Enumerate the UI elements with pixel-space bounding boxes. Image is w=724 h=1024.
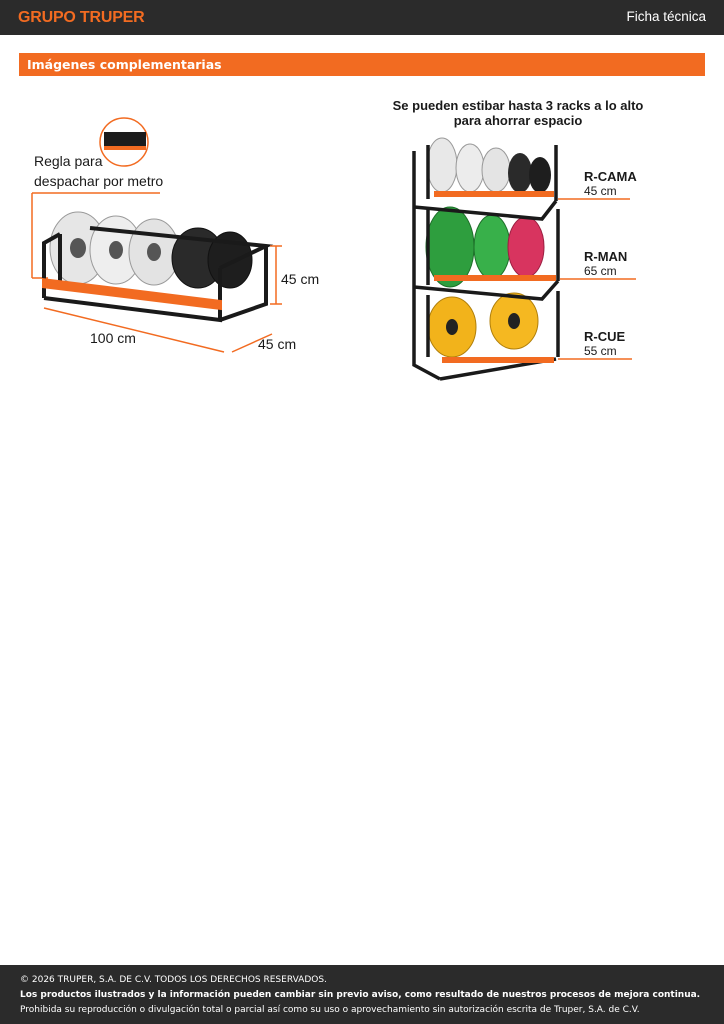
footer-notice: Los productos ilustrados y la informació…: [20, 990, 701, 1000]
stacked-racks-drawing: Se pueden estibar hasta 3 racks a lo alt…: [393, 98, 643, 381]
page-header: GRUPO TRUPER Ficha técnica: [0, 0, 724, 35]
rack-dimensions-figure: Regla para despachar por metro: [20, 108, 340, 368]
level1-name: R-CAMA: [584, 169, 637, 184]
level2-name: R-MAN: [584, 249, 627, 264]
metric-ruler: [42, 278, 222, 311]
cable-reels: [49, 211, 253, 289]
footer-copyright: © 2026 TRUPER, S.A. DE C.V. TODOS LOS DE…: [20, 975, 327, 985]
callout-line1: Regla para: [34, 153, 103, 169]
callout-line2: despachar por metro: [34, 173, 163, 189]
section-header: Imágenes complementarias: [19, 53, 705, 76]
stacked-racks-figure: Se pueden estibar hasta 3 racks a lo alt…: [393, 95, 648, 385]
height-dimension: 45 cm: [281, 271, 319, 287]
stack-title-line1: Se pueden estibar hasta 3 racks a lo alt…: [393, 98, 644, 113]
ruler-detail: [104, 132, 146, 148]
stack-title-line2: para ahorrar espacio: [454, 113, 583, 128]
level1-size: 45 cm: [584, 184, 617, 198]
level2-size: 65 cm: [584, 264, 617, 278]
page-footer: © 2026 TRUPER, S.A. DE C.V. TODOS LOS DE…: [0, 965, 724, 1024]
depth-dimension: 45 cm: [258, 336, 296, 352]
footer-prohibition: Prohibida su reproducción o divulgación …: [20, 1005, 640, 1015]
section-title: Imágenes complementarias: [27, 57, 222, 72]
bottom-rack-reels: [427, 292, 539, 358]
rack-dimensions-drawing: Regla para despachar por metro: [31, 117, 319, 353]
top-rack-reels: [426, 137, 551, 193]
middle-rack-reels: [425, 206, 545, 288]
document-type: Ficha técnica: [626, 9, 706, 24]
level3-name: R-CUE: [584, 329, 625, 344]
length-dimension: 100 cm: [90, 330, 136, 346]
level3-size: 55 cm: [584, 344, 617, 358]
brand-logo: GRUPO TRUPER: [18, 9, 145, 26]
